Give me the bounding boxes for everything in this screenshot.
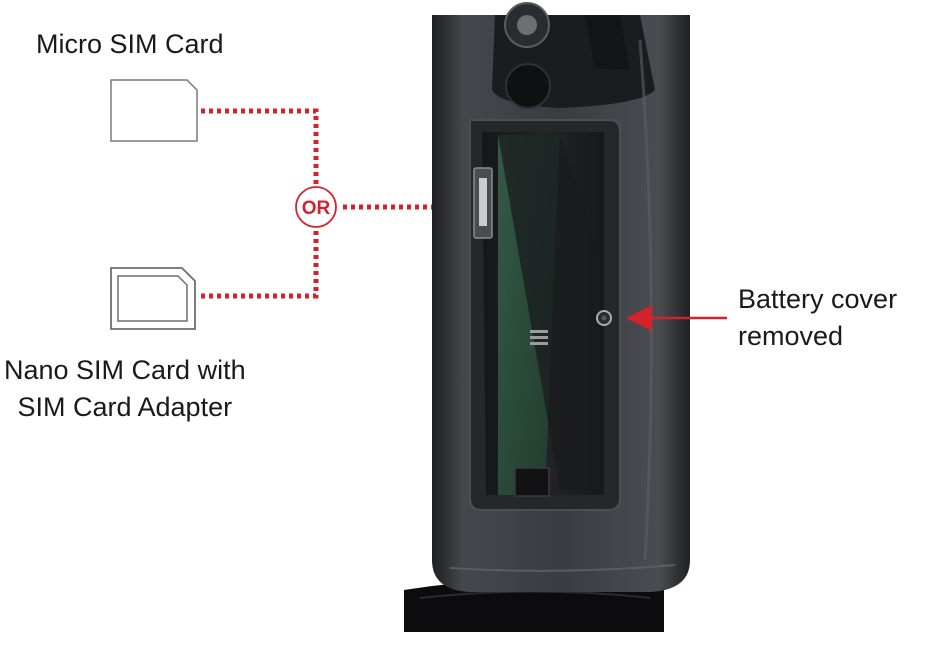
nano-connector-line <box>201 229 319 299</box>
battery-cover-pointer <box>626 305 727 331</box>
nano-sim-label-line1: Nano SIM Card with <box>4 355 246 385</box>
or-badge-text: OR <box>302 198 331 219</box>
nano-sim-adapter-icon <box>110 267 196 330</box>
nano-sim-label-line2: SIM Card Adapter <box>17 392 233 422</box>
battery-label-line2: removed <box>738 321 844 351</box>
battery-label-line1: Battery cover <box>738 284 898 314</box>
nano-sim-card-label: Nano SIM Card with SIM Card Adapter <box>4 352 246 426</box>
micro-connector-line <box>201 108 319 188</box>
device-illustration <box>404 2 690 632</box>
or-badge: OR <box>295 186 337 228</box>
connector-lines <box>201 108 442 299</box>
battery-cover-label: Battery cover removed <box>738 281 897 355</box>
micro-sim-card-icon <box>110 79 198 142</box>
battery-arrow-icon <box>626 305 652 331</box>
micro-sim-card-label: Micro SIM Card <box>36 29 224 59</box>
device-button <box>505 63 551 109</box>
